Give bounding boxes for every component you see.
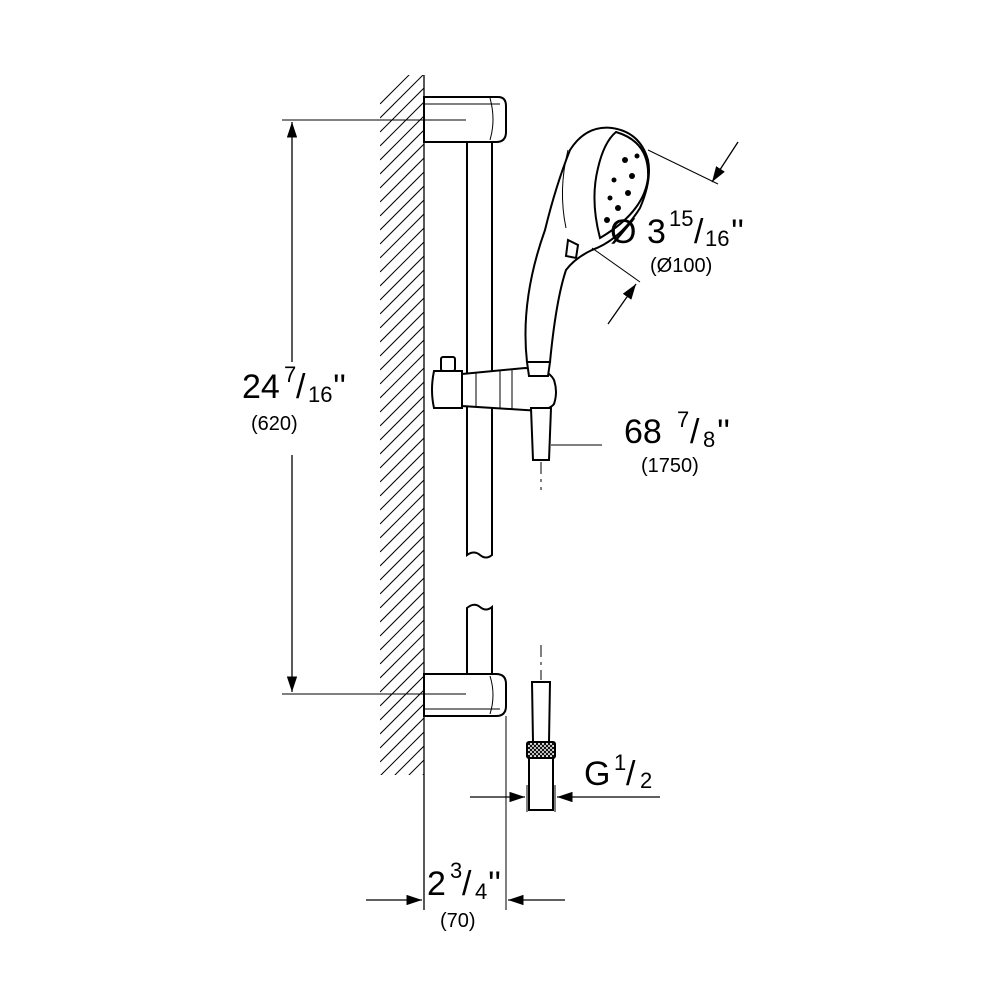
hose-length-unit: '' <box>717 413 730 451</box>
dimension-hose-length: 68 7 / 8 '' (1750) <box>551 407 730 477</box>
hose-connector <box>526 645 556 811</box>
bar-height-whole: 24 <box>242 368 280 406</box>
thread-slash: / <box>626 755 636 793</box>
head-diameter-unit: '' <box>731 213 744 251</box>
wall-offset-denominator: 4 <box>475 879 487 904</box>
rail-lower-segment <box>466 603 493 676</box>
bar-height-denominator: 16 <box>308 382 332 407</box>
head-diameter-whole: 3 <box>647 213 666 251</box>
bar-height-mm: (620) <box>251 413 298 435</box>
dimension-head-diameter: Ø 3 15 / 16 '' (Ø100) <box>591 141 744 325</box>
rail-upper-segment <box>466 141 493 559</box>
head-diameter-slash: / <box>694 213 704 251</box>
dimension-bar-height: 24 7 / 16 '' (620) <box>242 119 466 695</box>
head-diameter-denominator: 16 <box>705 226 729 251</box>
thread-denominator: 2 <box>640 768 652 793</box>
hose-length-numerator: 7 <box>677 407 689 432</box>
bar-height-numerator: 7 <box>284 362 296 387</box>
shower-hose <box>529 407 553 490</box>
knurl-pattern <box>527 742 555 758</box>
lower-bracket <box>423 673 507 717</box>
hose-length-mm: (1750) <box>641 455 699 477</box>
hose-length-denominator: 8 <box>703 427 715 452</box>
hose-length-slash: / <box>690 413 700 451</box>
wall-offset-slash: / <box>462 865 472 903</box>
head-diameter-mm: (Ø100) <box>650 255 712 277</box>
wall-offset-mm: (70) <box>440 910 476 932</box>
thread-prefix: G <box>584 755 610 793</box>
hose-length-whole: 68 <box>624 413 662 451</box>
wall <box>380 75 425 910</box>
bar-height-slash: / <box>296 368 306 406</box>
hand-shower <box>524 126 650 377</box>
slider-holder <box>431 356 557 412</box>
bar-height-unit: '' <box>333 368 346 406</box>
wall-offset-whole: 2 <box>427 865 446 903</box>
spray-nozzles <box>604 153 640 223</box>
wall-offset-numerator: 3 <box>450 858 462 883</box>
dimension-wall-offset: 2 3 / 4 '' (70) <box>366 716 565 932</box>
thread-numerator: 1 <box>614 750 626 775</box>
wall-offset-unit: '' <box>488 865 501 903</box>
dimension-thread: G 1 / 2 <box>470 750 660 812</box>
head-diameter-symbol: Ø <box>610 213 636 251</box>
wall-hatching <box>380 75 424 775</box>
head-diameter-numerator: 15 <box>669 206 693 231</box>
